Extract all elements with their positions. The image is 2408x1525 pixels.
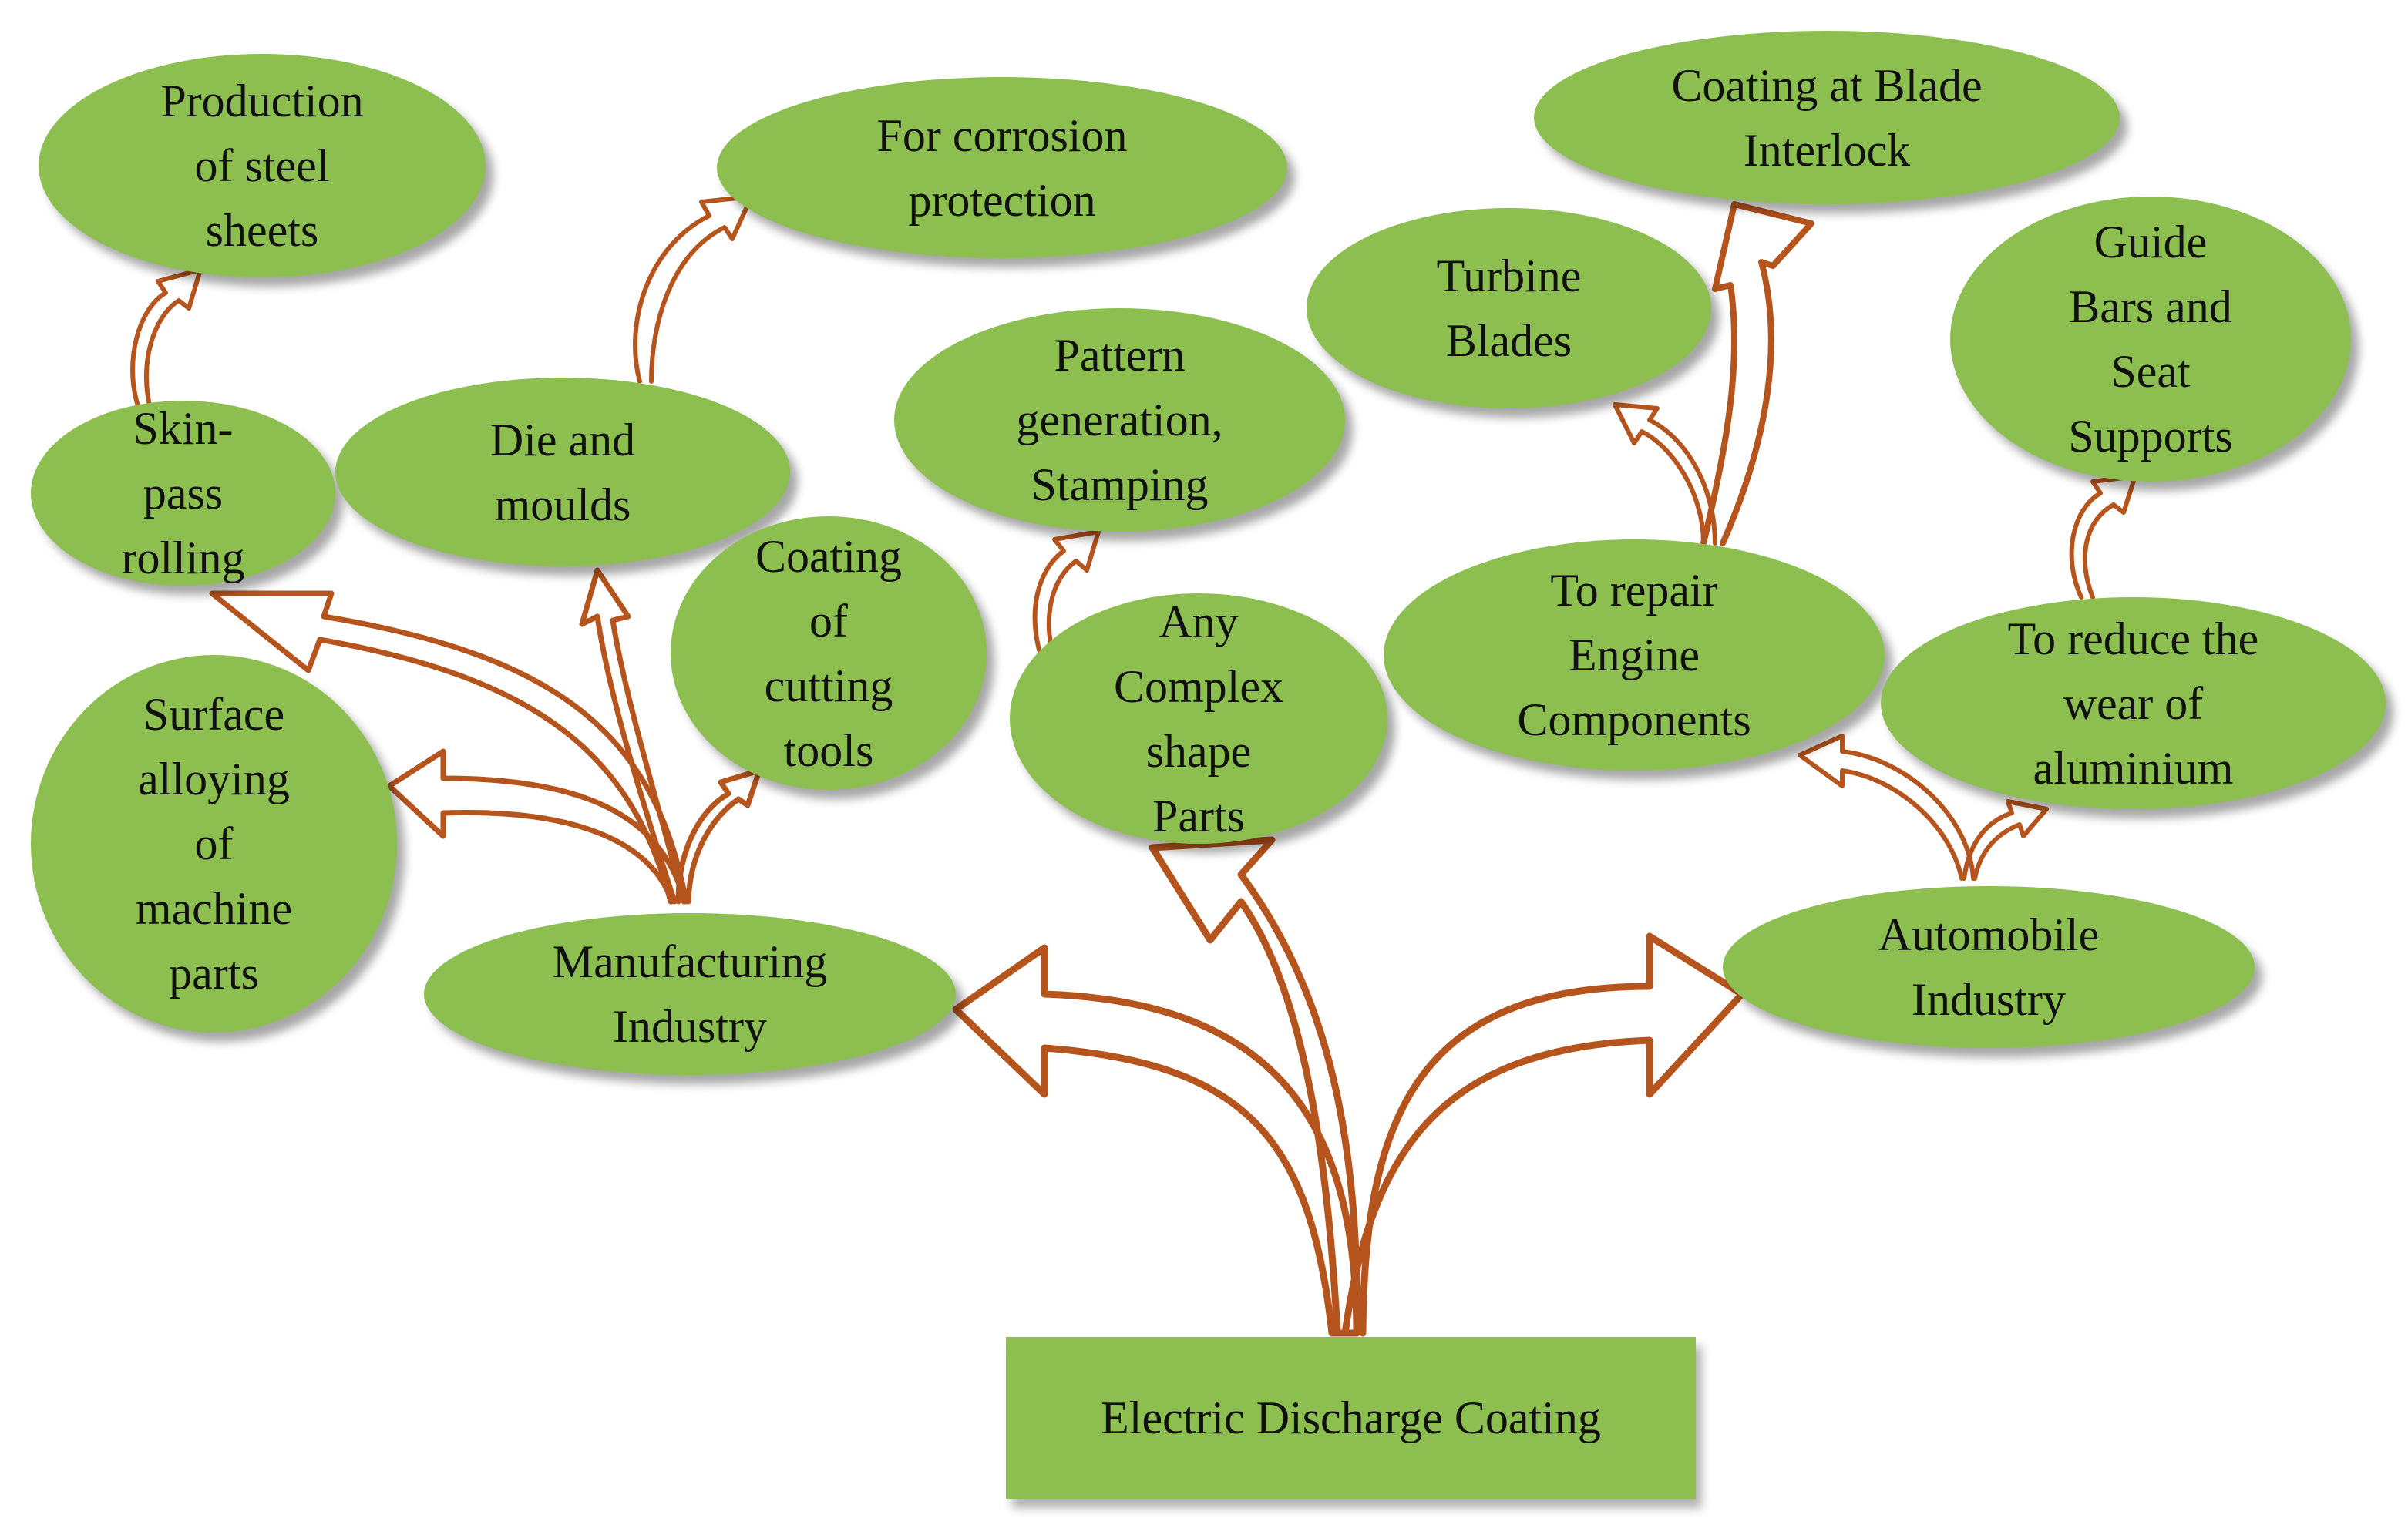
node-pattern-generation-label: Pattern generation, Stamping xyxy=(1016,330,1223,510)
node-reduce-wear-aluminium: To reduce the wear of aluminium xyxy=(1881,597,2386,809)
node-blade-interlock-label: Coating at Blade Interlock xyxy=(1671,59,1983,176)
manufacturing-to-die-moulds-arrow xyxy=(579,567,687,905)
node-complex-shape-parts: Any Complex shape Parts xyxy=(1010,593,1387,844)
node-skin-pass-rolling: Skin- pass rolling xyxy=(31,401,335,586)
repair-engine-to-blade-interlock-arrow xyxy=(1700,201,1814,546)
skin-pass-to-production-arrow xyxy=(130,267,203,411)
node-die-and-moulds: Die and moulds xyxy=(335,378,790,566)
node-die-and-moulds-label: Die and moulds xyxy=(489,414,636,530)
node-corrosion-protection: For corrosion protection xyxy=(717,77,1287,258)
node-complex-shape-parts-label: Any Complex shape Parts xyxy=(1114,596,1283,841)
complex-parts-to-pattern-arrow xyxy=(1032,529,1101,669)
node-surface-alloying: Surface alloying of machine parts xyxy=(31,655,397,1033)
die-moulds-to-corrosion-arrow xyxy=(633,194,754,384)
node-corrosion-protection-label: For corrosion protection xyxy=(876,109,1128,226)
manufacturing-to-surface-alloying-arrow xyxy=(386,748,688,905)
automobile-to-repair-engine-arrow xyxy=(1798,734,1976,881)
node-blade-interlock: Coating at Blade Interlock xyxy=(1534,31,2120,204)
node-cutting-tools: Coating of cutting tools xyxy=(671,516,987,790)
node-surface-alloying-label: Surface alloying of machine parts xyxy=(135,689,293,999)
node-guide-bars: Guide Bars and Seat Supports xyxy=(1950,197,2351,482)
node-electric-discharge-coating: Electric Discharge Coating xyxy=(1006,1337,1696,1499)
root-label: Electric Discharge Coating xyxy=(1101,1392,1601,1443)
node-automobile-industry: Automobile Industry xyxy=(1723,886,2255,1048)
node-manufacturing-industry-label: Manufacturing Industry xyxy=(552,936,828,1052)
node-automobile-industry-label: Automobile Industry xyxy=(1878,909,2100,1025)
node-turbine-blades-label: Turbine Blades xyxy=(1436,250,1582,366)
root-to-complex-parts-arrow xyxy=(1149,836,1360,1337)
node-production-steel-sheets: Production of steel sheets xyxy=(39,54,486,277)
node-reduce-wear-aluminium-label: To reduce the wear of aluminium xyxy=(2007,613,2259,794)
node-repair-engine-components-label: To repair Engine Components xyxy=(1517,565,1751,745)
node-manufacturing-industry: Manufacturing Industry xyxy=(424,913,956,1075)
root-to-manufacturing-arrow xyxy=(952,944,1360,1337)
automobile-to-reduce-wear-arrow xyxy=(1962,799,2049,881)
node-repair-engine-components: To repair Engine Components xyxy=(1384,539,1885,771)
node-guide-bars-label: Guide Bars and Seat Supports xyxy=(2068,217,2233,462)
node-cutting-tools-label: Coating of cutting tools xyxy=(755,530,902,776)
node-pattern-generation: Pattern generation, Stamping xyxy=(894,308,1345,532)
node-skin-pass-rolling-label: Skin- pass rolling xyxy=(121,403,245,583)
root-to-automobile-arrow xyxy=(1341,932,1746,1337)
node-production-steel-sheets-label: Production of steel sheets xyxy=(160,76,364,256)
repair-engine-to-turbine-arrow xyxy=(1613,402,1717,546)
node-turbine-blades: Turbine Blades xyxy=(1307,208,1711,408)
